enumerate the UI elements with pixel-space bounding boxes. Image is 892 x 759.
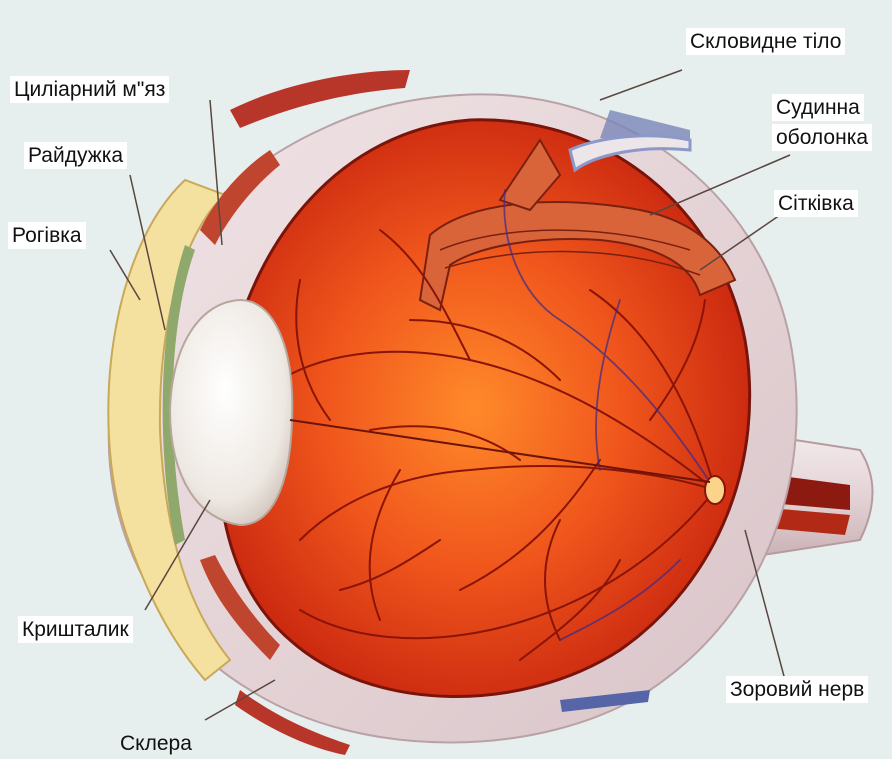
label-cornea: Рогівка — [8, 222, 86, 249]
label-choroid-line2: оболонка — [772, 124, 872, 151]
label-choroid-line1: Судинна — [772, 94, 864, 121]
optic-disc — [705, 476, 725, 504]
label-vitreous-body: Скловидне тіло — [686, 28, 845, 55]
label-optic-nerve: Зоровий нерв — [726, 676, 868, 703]
label-lens: Кришталик — [18, 616, 133, 643]
label-sclera: Склера — [116, 730, 196, 757]
label-retina: Сітківка — [774, 190, 858, 217]
label-ciliary-muscle: Циліарний м"яз — [10, 76, 169, 103]
label-iris: Райдужка — [24, 142, 127, 169]
